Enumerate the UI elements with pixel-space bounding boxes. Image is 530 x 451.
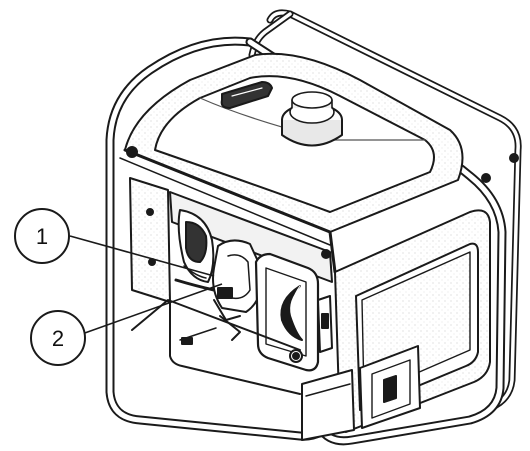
engine-block	[212, 239, 264, 321]
callout-2-circle	[30, 310, 86, 366]
air-filter-icon	[254, 252, 320, 372]
top-handle	[119, 148, 337, 274]
callout-1-circle	[14, 208, 70, 264]
callout-1-label: 1	[36, 224, 48, 249]
callout-2-leader	[81, 283, 223, 335]
starter-bracket	[289, 295, 333, 363]
side-panel	[129, 177, 171, 303]
lower-housing	[301, 345, 421, 441]
generator-illustration	[105, 9, 522, 446]
brand-badge	[220, 81, 273, 109]
base-frame	[131, 299, 301, 395]
control-panel-icon	[169, 191, 333, 292]
callout-2-label: 2	[52, 326, 64, 351]
frame-bolts	[126, 146, 519, 259]
callout-1-leader	[69, 235, 215, 277]
fuel-tank	[124, 52, 464, 233]
callout-1: 1	[14, 208, 215, 277]
callout-2: 2	[30, 283, 223, 366]
rear-frame	[248, 9, 522, 412]
fuel-cap-icon	[281, 91, 343, 147]
